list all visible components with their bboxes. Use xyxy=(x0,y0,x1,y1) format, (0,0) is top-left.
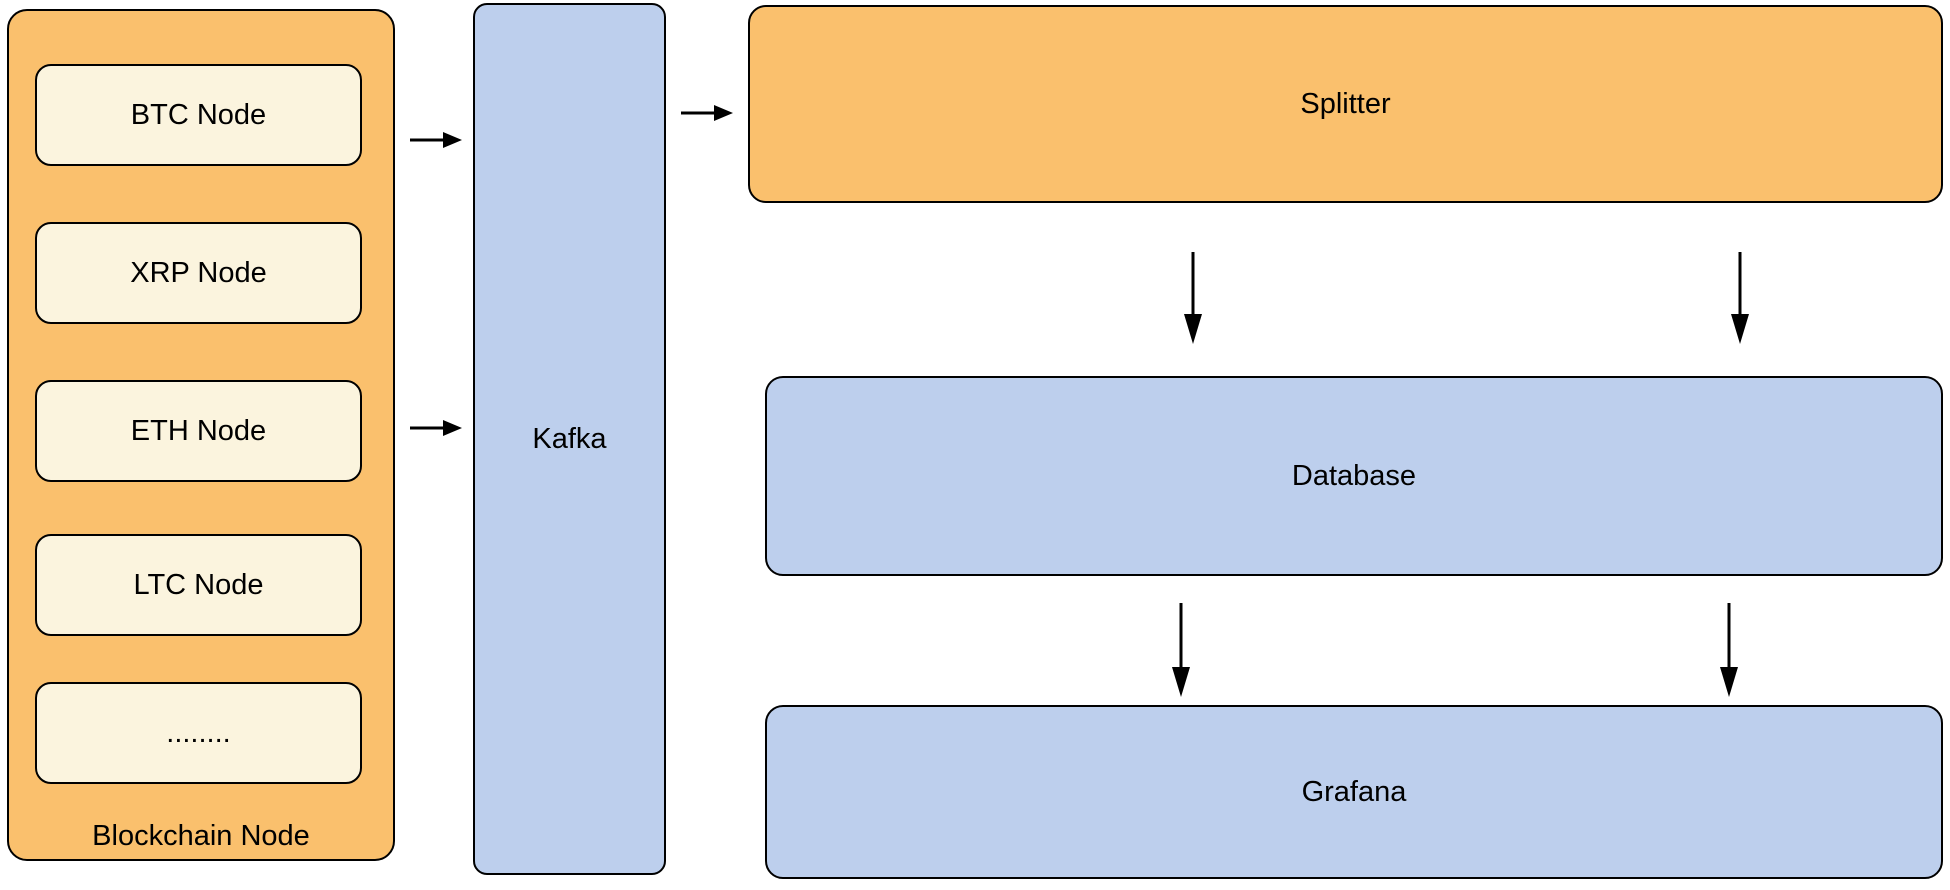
splitter-box: Splitter xyxy=(748,5,1943,203)
arrow-blockchain-to-kafka-top xyxy=(410,132,462,148)
arrow-database-to-grafana-left xyxy=(1172,603,1190,697)
ltc-node-box: LTC Node xyxy=(35,534,362,636)
xrp-node-label: XRP Node xyxy=(130,257,267,289)
eth-node-label: ETH Node xyxy=(130,415,267,447)
splitter-label: Splitter xyxy=(1300,88,1391,120)
blockchain-node-group: BTC Node XRP Node ETH Node LTC Node ....… xyxy=(7,9,395,861)
more-nodes-label: ........ xyxy=(166,717,231,749)
kafka-box: Kafka xyxy=(473,3,666,875)
blockchain-group-label: Blockchain Node xyxy=(92,820,310,852)
grafana-box: Grafana xyxy=(765,705,1943,879)
kafka-label: Kafka xyxy=(532,423,607,455)
ltc-node-label: LTC Node xyxy=(133,569,264,601)
arrow-kafka-to-splitter xyxy=(681,105,733,121)
arrow-splitter-to-database-left xyxy=(1184,252,1202,344)
database-label: Database xyxy=(1291,460,1417,492)
btc-node-label: BTC Node xyxy=(130,99,267,131)
btc-node-box: BTC Node xyxy=(35,64,362,166)
grafana-label: Grafana xyxy=(1301,776,1407,808)
arrow-blockchain-to-kafka-bottom xyxy=(410,420,462,436)
arrow-database-to-grafana-right xyxy=(1720,603,1738,697)
more-nodes-box: ........ xyxy=(35,682,362,784)
xrp-node-box: XRP Node xyxy=(35,222,362,324)
arrow-splitter-to-database-right xyxy=(1731,252,1749,344)
eth-node-box: ETH Node xyxy=(35,380,362,482)
database-box: Database xyxy=(765,376,1943,576)
